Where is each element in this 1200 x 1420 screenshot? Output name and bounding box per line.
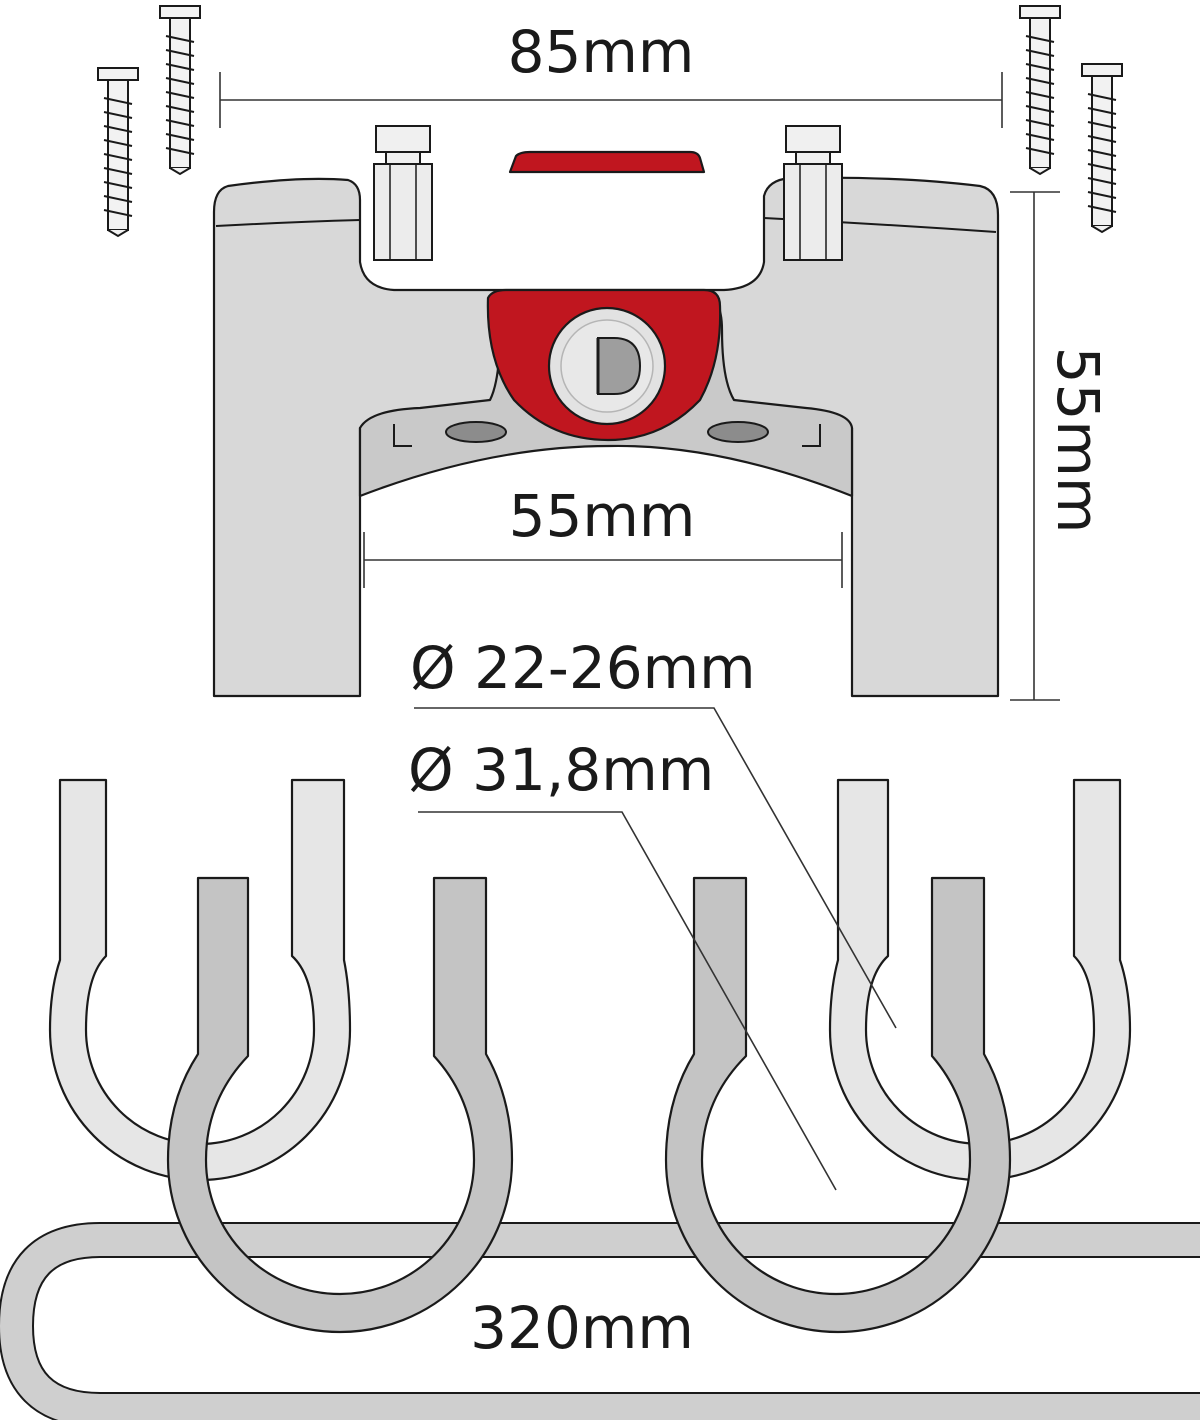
release-button[interactable] [508, 150, 706, 174]
dimension-height: 55mm [1010, 191, 1112, 701]
screw-icon [1081, 63, 1123, 234]
adapter-body [212, 125, 1000, 698]
leader-diameter-small: Ø 22-26mm [410, 634, 897, 1029]
cable-loop [0, 1222, 1200, 1420]
dimension-label-top-width: 85mm [508, 18, 695, 86]
dimension-top-width: 85mm [219, 18, 1003, 128]
leader-diameter-large: Ø 31,8mm [408, 736, 837, 1191]
screw-icon [1019, 5, 1061, 176]
clamp-large-left [166, 876, 514, 1334]
clamp-small-left [48, 778, 352, 1182]
dimension-inner-width: 55mm [363, 482, 843, 588]
clamp-small-right [828, 778, 1132, 1182]
screw-icon [97, 67, 139, 238]
dimension-label-cable: 320mm [470, 1294, 694, 1362]
dimension-label-diameter-large: Ø 31,8mm [408, 736, 714, 804]
mounting-bolt-left [373, 125, 433, 261]
dimension-label-inner-width: 55mm [509, 482, 696, 550]
dimension-label-diameter-small: Ø 22-26mm [410, 634, 756, 702]
clamp-large-right [664, 876, 1012, 1334]
lock-icon[interactable] [547, 306, 667, 426]
screws [97, 5, 1123, 238]
screw-icon [159, 5, 201, 176]
dimension-label-height: 55mm [1044, 347, 1112, 534]
mounting-bolt-right [783, 125, 843, 261]
